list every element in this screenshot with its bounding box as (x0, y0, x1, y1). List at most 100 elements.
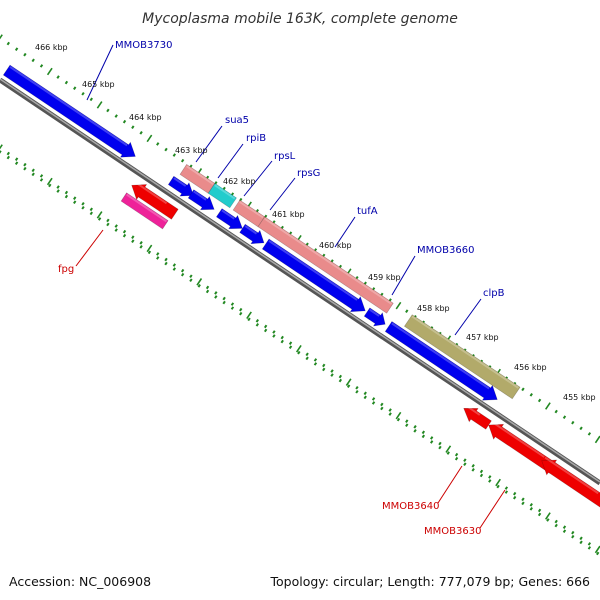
tick-mark (114, 228, 118, 232)
kbp-label: 464 kbp (129, 113, 162, 122)
tick-mark (521, 387, 525, 392)
tick-mark (263, 328, 268, 333)
tick-mark (513, 491, 517, 496)
cds-tufa (261, 238, 366, 313)
tick-mark (546, 518, 550, 522)
cds-rpsg (239, 223, 265, 245)
tick-mark (496, 484, 500, 489)
gene-label-tufa: tufA (357, 206, 378, 217)
tick-mark (81, 91, 85, 96)
tick-mark (73, 200, 77, 204)
cds-mmob3660 (363, 307, 386, 327)
tick-mark (504, 490, 509, 494)
tick-mark (405, 423, 409, 428)
tick-mark (31, 168, 35, 173)
tick-mark (355, 385, 359, 390)
tick-mark (529, 507, 533, 511)
cds-rpib (187, 189, 215, 211)
kbp-label: 455 kbp (563, 393, 596, 402)
tick-mark (587, 432, 592, 436)
feature-rpib-outer-highlight (214, 184, 236, 200)
tick-mark (180, 268, 185, 273)
tick-mark (96, 101, 103, 109)
cds-clpb-highlight (391, 322, 490, 390)
cds-mmob3730 (2, 64, 136, 158)
tick-mark (471, 468, 475, 472)
tick-mark (529, 503, 533, 507)
tick-mark (313, 358, 318, 362)
tick-mark (0, 34, 3, 40)
tick-mark (579, 536, 583, 541)
cds-tufa-highlight (268, 240, 358, 301)
kbp-label: 462 kbp (223, 177, 256, 186)
tick-mark (122, 233, 127, 238)
tick-mark (6, 155, 10, 160)
cds-mmob3730-highlight (9, 66, 128, 147)
tick-mark (371, 401, 376, 405)
tick-mark (338, 378, 343, 383)
tick-mark (214, 291, 218, 295)
tick-mark (322, 367, 326, 372)
tick-mark (247, 317, 251, 322)
tick-mark (355, 389, 359, 394)
tick-mark (56, 189, 60, 193)
cds-fpg (131, 184, 179, 220)
kbp-label: 460 kbp (319, 241, 352, 250)
tick-mark (288, 341, 293, 345)
tick-mark (189, 278, 193, 283)
tick-mark (64, 80, 69, 85)
leader-rpib (217, 143, 244, 179)
gene-label-rpib: rpiB (246, 133, 266, 144)
tick-mark (89, 211, 93, 216)
tick-mark (587, 542, 592, 546)
tick-mark (172, 267, 176, 271)
gene-label-mmob3730: MMOB3730 (115, 40, 172, 51)
leader-fpg (75, 229, 104, 267)
tick-mark (197, 284, 201, 288)
leader-tufa (334, 216, 356, 248)
tick-mark (131, 239, 135, 244)
genome-backbone (0, 77, 600, 486)
gene-label-rpsl: rpsL (274, 151, 296, 162)
tick-mark (46, 67, 53, 76)
tick-mark (544, 402, 551, 410)
tick-mark (579, 426, 583, 431)
tick-mark (31, 58, 35, 63)
tick-mark (395, 301, 402, 310)
tick-mark (594, 435, 600, 444)
tick-mark (73, 196, 77, 200)
tick-mark (363, 391, 367, 396)
tick-mark (97, 217, 102, 221)
tick-mark (395, 411, 402, 420)
cds-reverse-edge (541, 459, 600, 508)
tick-mark (106, 222, 110, 227)
label-leader-lines (75, 44, 506, 529)
tick-mark (554, 409, 558, 414)
tick-mark (106, 218, 110, 223)
tick-mark (421, 430, 426, 435)
tick-mark (23, 52, 27, 57)
tick-mark (156, 252, 160, 256)
tick-mark (330, 369, 334, 373)
cds-sua5 (167, 175, 194, 197)
cds-mmob3630 (488, 423, 557, 474)
tick-mark (122, 119, 127, 124)
cds-mmob3630-highlight (491, 421, 545, 458)
tick-mark (263, 324, 268, 329)
tick-mark (305, 356, 309, 361)
tick-mark (305, 352, 309, 357)
tick-mark (14, 47, 19, 51)
tick-mark (64, 194, 69, 199)
cds-mmob3640 (463, 407, 492, 430)
tick-mark (297, 350, 301, 355)
tick-mark (594, 545, 600, 554)
tick-mark (164, 147, 168, 152)
tick-mark (388, 412, 392, 416)
tick-mark (363, 395, 367, 400)
tick-mark (6, 151, 10, 156)
tick-mark (39, 178, 44, 182)
gene-label-clpb: clpB (483, 288, 505, 299)
tick-mark (222, 300, 226, 305)
tick-mark (562, 529, 567, 533)
